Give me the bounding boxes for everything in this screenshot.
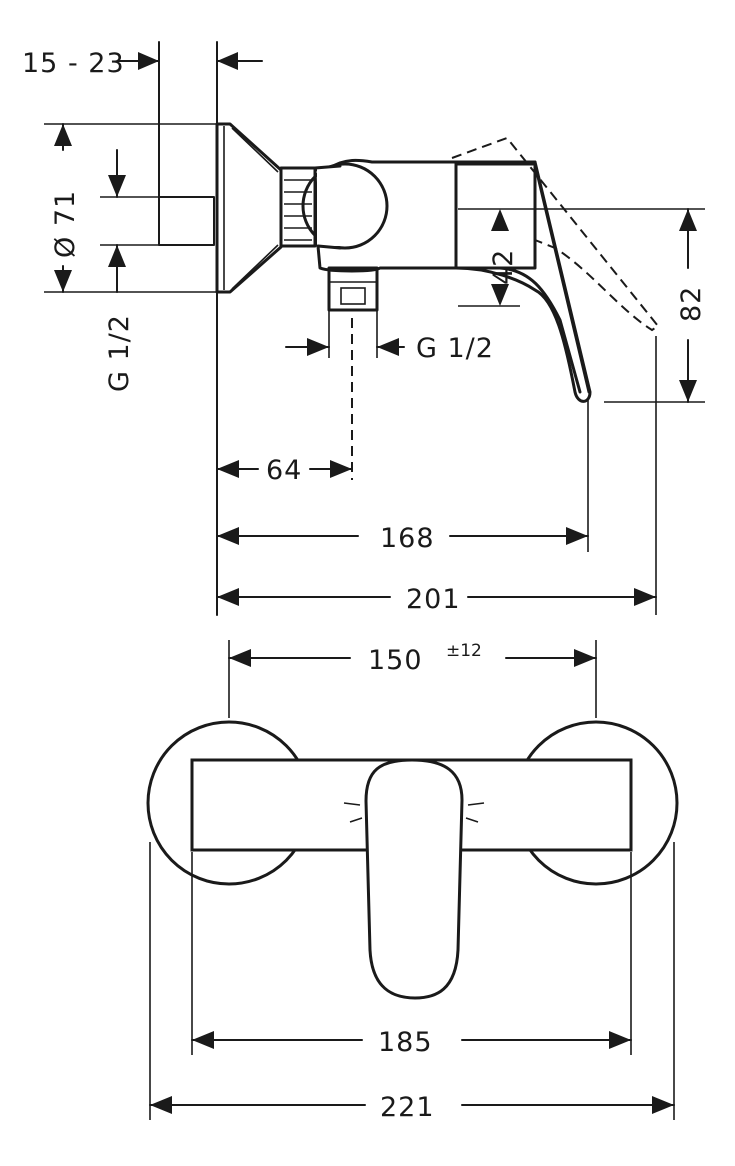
- dim-height-82: 82: [676, 208, 707, 403]
- temperature-indicator-marks: [343, 802, 485, 823]
- lever-alt-position: [451, 136, 660, 332]
- depth-168-label: 168: [380, 523, 435, 554]
- rosette-shade-bottom: [231, 244, 279, 290]
- dim-body-width: 185: [191, 1027, 632, 1058]
- dim-depth-168: 168: [216, 523, 589, 554]
- lever-outline: [454, 162, 591, 394]
- inlet-pipe: [158, 196, 215, 246]
- height-42-label: 42: [488, 249, 519, 285]
- lever-underside: [456, 266, 582, 394]
- depth-201-label: 201: [406, 584, 461, 615]
- outlet-fitting: [327, 266, 379, 312]
- dim-overall-width: 221: [149, 1092, 675, 1123]
- body-cartridge-dome: [301, 162, 389, 250]
- dim-diameter: Ø 71: [50, 123, 81, 293]
- dim-centres: 150 ±12: [228, 641, 597, 676]
- centres-label: 150: [368, 645, 423, 676]
- outlet-thread-label: G 1/2: [416, 333, 494, 364]
- overall-width-label: 221: [380, 1092, 435, 1123]
- dim-wall-range: 15 - 23: [22, 48, 263, 79]
- union-nut-ridges: [284, 179, 312, 241]
- lever-handle: [454, 160, 592, 403]
- inlet-thread-label: G 1/2: [104, 314, 135, 392]
- wall-range-label: 15 - 23: [22, 48, 125, 79]
- dim-depth-201: 201: [216, 584, 657, 615]
- dim-depth-64: 64: [216, 455, 353, 486]
- outlet-hex: [340, 287, 366, 305]
- body-width-label: 185: [378, 1027, 433, 1058]
- front-view: 150 ±12 185 221: [146, 640, 679, 1123]
- centres-tolerance-label: ±12: [446, 641, 482, 661]
- side-view: 15 - 23 Ø 71 G 1/2 42: [22, 41, 707, 616]
- dim-height-42: 42: [488, 209, 519, 306]
- rosette-shade-top: [231, 127, 279, 173]
- height-82-label: 82: [676, 286, 707, 322]
- depth-64-label: 64: [266, 455, 302, 486]
- body-neck: [313, 164, 342, 250]
- dim-outlet-thread: G 1/2: [285, 333, 494, 364]
- front-lever: [364, 758, 464, 1000]
- dim-inlet-thread: G 1/2: [104, 149, 135, 392]
- wall-rosette: [215, 122, 283, 294]
- diameter-label: Ø 71: [50, 190, 81, 258]
